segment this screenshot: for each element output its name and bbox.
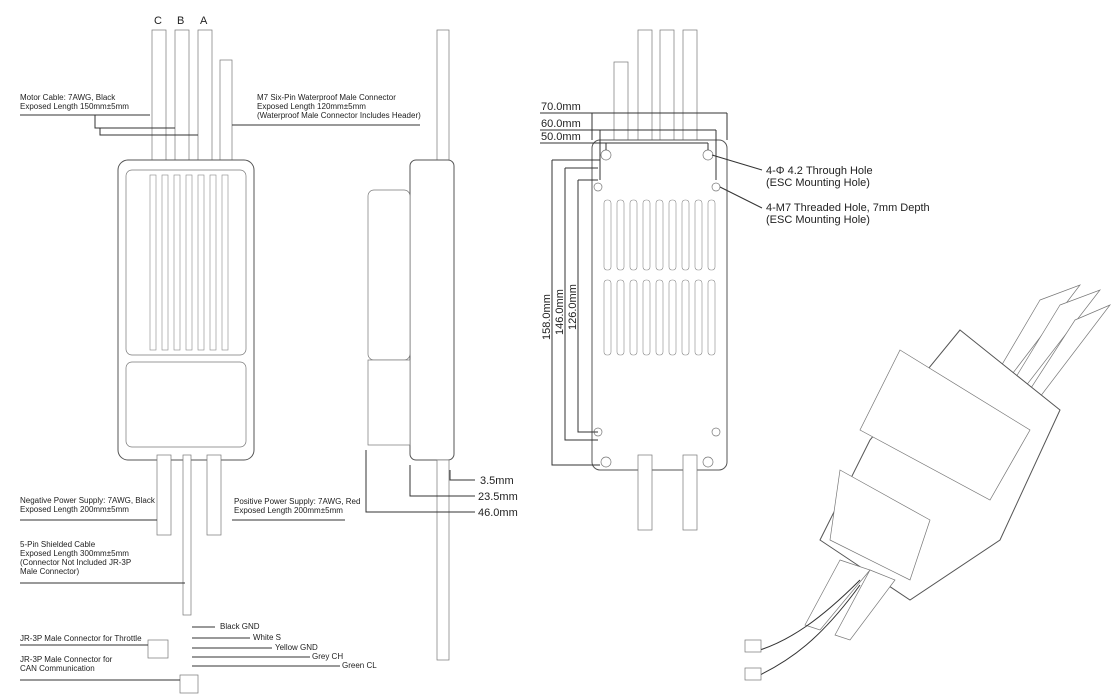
motor-cable-c	[151, 29, 167, 171]
dim-23-5: 23.5mm	[478, 491, 518, 503]
iso-power-cable-1	[804, 559, 871, 631]
cover-plate	[125, 361, 247, 448]
side-heatsink	[367, 189, 411, 361]
throttle-connector	[147, 639, 169, 659]
dim-50: 50.0mm	[541, 131, 581, 143]
negative-power-cable	[156, 454, 172, 536]
positive-power-cable	[206, 454, 222, 536]
side-cable-bottom	[436, 459, 450, 661]
iso-cover	[829, 469, 931, 581]
wire-yellow-gnd: Yellow GND	[275, 643, 318, 652]
isometric-view	[744, 284, 1112, 681]
top-view: 70.0mm 60.0mm 50.0mm 158.0mm 146.0mm 126…	[540, 29, 930, 531]
esc-body-side	[409, 159, 455, 461]
throttle-connector-label: JR-3P Male Connector for Throttle	[20, 634, 142, 643]
can-connector	[179, 674, 199, 694]
side-cable-top	[436, 29, 450, 181]
dim-158: 158.0mm	[541, 294, 553, 340]
iso-heatsink	[859, 349, 1031, 501]
phase-label-a: A	[200, 15, 208, 27]
motor-cable-b	[174, 29, 190, 171]
dim-3-5: 3.5mm	[480, 475, 514, 487]
through-hole-label: 4-Φ 4.2 Through Hole(ESC Mounting Hole)	[766, 165, 873, 189]
iso-can-connector	[744, 667, 762, 681]
top-cable-1	[637, 29, 653, 151]
side-view: 3.5mm 23.5mm 46.0mm	[365, 29, 518, 661]
wire-grey-ch: Grey CH	[312, 652, 343, 661]
top-power-cable-2	[682, 454, 698, 531]
dim-70: 70.0mm	[541, 101, 581, 113]
phase-label-b: B	[177, 15, 184, 27]
phase-label-c: C	[154, 15, 162, 27]
wire-green-cl: Green CL	[342, 661, 377, 670]
threaded-hole-label: 4-M7 Threaded Hole, 7mm Depth(ESC Mounti…	[766, 202, 930, 226]
dim-126: 126.0mm	[567, 284, 579, 330]
signal-connector-cable	[219, 59, 233, 171]
top-cable-3	[682, 29, 698, 151]
top-slots	[603, 199, 716, 356]
iso-power-cable-2	[834, 569, 896, 641]
dim-60: 60.0mm	[541, 118, 581, 130]
top-cable-2	[659, 29, 675, 151]
wire-black-gnd: Black GND	[220, 622, 260, 631]
dim-146: 146.0mm	[554, 289, 566, 335]
heatsink-fins	[149, 174, 229, 351]
dim-46-0: 46.0mm	[478, 507, 518, 519]
shielded-cable	[182, 454, 192, 616]
iso-throttle-connector	[744, 639, 762, 653]
top-power-cable-1	[637, 454, 653, 531]
side-cover	[367, 359, 411, 446]
wire-white-s: White S	[253, 633, 281, 642]
motor-cable-a	[197, 29, 213, 171]
